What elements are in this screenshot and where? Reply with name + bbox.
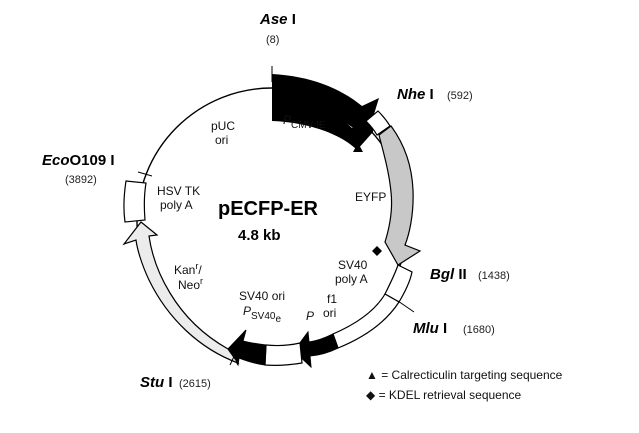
site-stu: Stu I (2615) — [140, 374, 211, 391]
site-bgl: Bgl II (1438) — [430, 266, 510, 283]
p-label: P — [306, 309, 314, 323]
kan-neo-arrow — [122, 221, 240, 365]
eco-site-tick — [137, 171, 153, 177]
pcmv-label: PCMV IE — [283, 113, 326, 131]
kan-neo-label: Kanr/Neor — [174, 261, 203, 292]
legend-kdel: ◆ = KDEL retrieval sequence — [366, 388, 522, 402]
svg-text:Stu I: Stu I — [140, 374, 173, 391]
svg-text:(1438): (1438) — [478, 270, 510, 282]
svg-text:(1680): (1680) — [463, 324, 495, 336]
calreticulin-triangle-icon — [353, 143, 363, 152]
sv40-ori-box — [264, 342, 303, 366]
legend-calreticulin: ▲ = Calrecticulin targeting sequence — [366, 368, 563, 382]
svg-text:Nhe I: Nhe I — [397, 86, 434, 103]
site-ase: Ase I (8) — [259, 11, 296, 46]
pcmv-arrow — [272, 74, 379, 140]
svg-text:EcoO109 I: EcoO109 I — [42, 152, 115, 169]
eyfp-label: EYFP — [355, 190, 386, 204]
nhe-linker-box — [365, 110, 391, 136]
stu-site-tick — [229, 349, 238, 366]
svg-text:(3892): (3892) — [65, 174, 97, 186]
site-eco: EcoO109 I (3892) — [42, 152, 115, 186]
svg-text:(8): (8) — [266, 34, 279, 46]
pcmv-promoter-segment — [272, 70, 376, 150]
svg-text:(592): (592) — [447, 90, 473, 102]
p-promoter-arrow — [293, 330, 339, 369]
f1-ori-block — [332, 293, 400, 349]
hsv-tk-polya-box — [123, 180, 147, 223]
eyfp-arrow — [378, 125, 422, 266]
svg-text:Mlu I: Mlu I — [413, 320, 447, 337]
svg-text:Bgl II: Bgl II — [430, 266, 467, 283]
plasmid-name: pECFP-ER — [218, 198, 319, 220]
sv40-ori-label: SV40 ori — [239, 289, 285, 303]
site-nhe: Nhe I (592) — [397, 86, 473, 103]
svg-text:(2615): (2615) — [179, 378, 211, 390]
svg-text:Ase I: Ase I — [259, 11, 296, 28]
site-mlu: Mlu I (1680) — [413, 320, 495, 337]
plasmid-size: 4.8 kb — [238, 227, 281, 244]
psv40-label: PSV40e — [243, 304, 281, 325]
kdel-diamond-icon — [372, 246, 382, 256]
mlu-site-tick — [397, 300, 415, 313]
